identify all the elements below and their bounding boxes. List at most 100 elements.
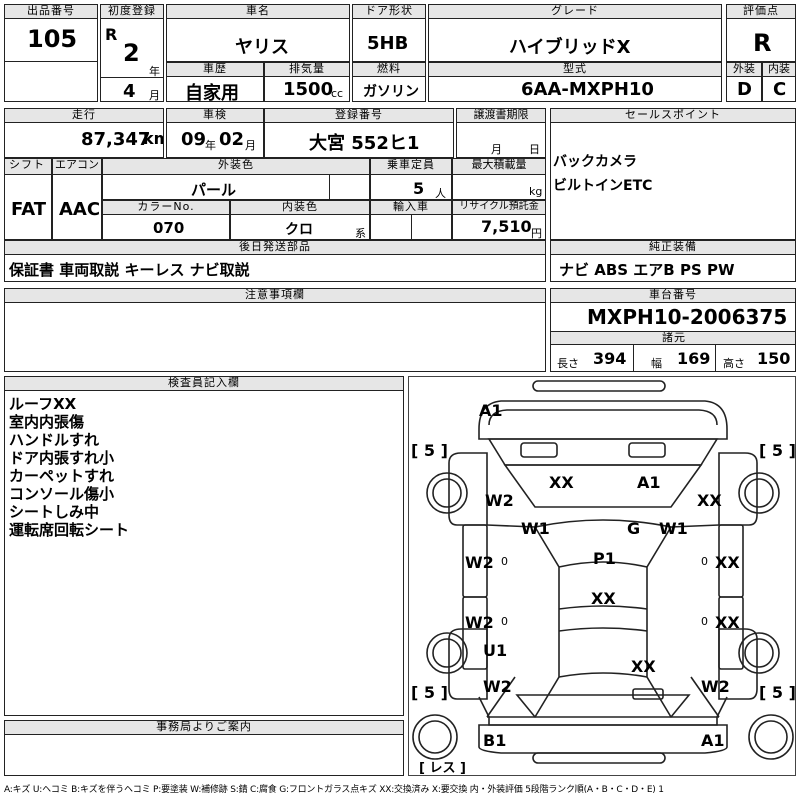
- note-7: シートしみ中: [9, 503, 100, 521]
- car-diagram: A1 XX A1 W2 XX W1 G W1 W2 P1 XX XX W2 XX…: [408, 376, 796, 776]
- recycle-header: リサイクル預託金: [453, 201, 545, 215]
- label-u1-quarter-left: U1: [483, 641, 508, 660]
- capacity: 5: [413, 179, 425, 198]
- label-xx-hatch: XX: [631, 657, 656, 676]
- tire-front-right: [ 5 ]: [759, 441, 796, 460]
- recycle-box: リサイクル預託金 7,510 円: [452, 200, 546, 240]
- aircon-header: エアコン: [53, 159, 101, 175]
- chassis-header: 車台番号: [551, 289, 795, 303]
- label-xx-front-door-right: XX: [715, 553, 740, 572]
- chassis-number: MXPH10-2006375: [587, 305, 788, 329]
- displacement-unit: cc: [331, 87, 344, 100]
- genuine: ナビ ABS エアB PS PW: [559, 261, 735, 279]
- capacity-header: 乗車定員: [371, 159, 451, 175]
- displacement-box: 排気量 1500 cc: [264, 62, 350, 102]
- tire-front-left: [ 5 ]: [411, 441, 448, 460]
- label-w2-fender-left: W2: [485, 491, 514, 510]
- month-unit: 月: [149, 89, 160, 102]
- history: 自家用: [185, 83, 239, 102]
- car-outline: [412, 380, 794, 764]
- model: 6AA-MXPH10: [521, 79, 654, 100]
- rating-header: 評価点: [727, 5, 795, 19]
- lot-header: 出品番号: [5, 5, 97, 19]
- ext-color-box: 外装色 パール: [102, 158, 370, 200]
- shift-header: シフト: [5, 159, 51, 175]
- note-2: 室内内張傷: [9, 413, 85, 431]
- lot-box: 出品番号 105: [4, 4, 98, 102]
- inspection-month: 02: [219, 129, 245, 150]
- first-reg-year: 2: [123, 39, 140, 67]
- history-header: 車歴: [167, 63, 263, 77]
- int-color-suffix: 系: [355, 227, 366, 240]
- fuel-box: 燃料 ガソリン: [352, 62, 426, 102]
- door-header: ドア形状: [353, 5, 425, 19]
- exterior-header: 外装: [727, 63, 761, 77]
- interior-header: 内装: [763, 63, 795, 77]
- color-no-box: カラーNo. 070: [102, 200, 230, 240]
- shift: FAT: [11, 199, 47, 220]
- transfer-day-unit: 日: [529, 143, 540, 156]
- displacement-header: 排気量: [265, 63, 349, 77]
- label-a1-hood-right: A1: [637, 473, 661, 492]
- inspection-box: 車検 09 年 02 月: [166, 108, 264, 158]
- plate-header: 登録番号: [265, 109, 453, 123]
- label-xx-hood-left: XX: [549, 473, 574, 492]
- max-load-unit: kg: [529, 185, 543, 198]
- label-w2-front-door-left: W2: [465, 553, 494, 572]
- office-header: 事務局よりご案内: [5, 721, 403, 735]
- lot-number: 105: [27, 25, 78, 53]
- grade-header: グレード: [429, 5, 721, 19]
- capacity-unit: 人: [435, 187, 446, 200]
- note-1: ルーフXX: [9, 395, 77, 413]
- mileage: 87,347: [81, 129, 151, 150]
- ext-color-header: 外装色: [103, 159, 369, 175]
- rating: R: [753, 29, 772, 57]
- specs-header: 諸元: [551, 331, 795, 345]
- inspection-year-unit: 年: [205, 139, 216, 152]
- sales-header: セールスポイント: [551, 109, 795, 123]
- inspection-year: 09: [181, 129, 207, 150]
- plate: 大宮 552ヒ1: [309, 133, 420, 154]
- door-type: 5HB: [367, 33, 409, 54]
- label-xx-fender-right: XX: [697, 491, 722, 510]
- length-label: 長さ: [557, 357, 579, 370]
- mileage-unit: km: [143, 129, 163, 148]
- mark-2: 0: [701, 555, 708, 568]
- mark-3: 0: [501, 615, 508, 628]
- label-xx-roof-rear: XX: [591, 589, 616, 608]
- label-w1-left: W1: [521, 519, 550, 538]
- plate-box: 登録番号 大宮 552ヒ1: [264, 108, 454, 158]
- color-no: 070: [153, 219, 185, 237]
- era: R: [105, 25, 118, 44]
- mark-4: 0: [701, 615, 708, 628]
- max-load-box: 最大積載量 kg: [452, 158, 546, 200]
- tire-rear-left: [ 5 ]: [411, 683, 448, 702]
- mileage-box: 走行 87,347 km: [4, 108, 164, 158]
- inspection-month-unit: 月: [245, 139, 256, 152]
- label-p1-roof: P1: [593, 549, 616, 568]
- sales-point-1: バックカメラ: [553, 154, 637, 170]
- first-reg-month: 4: [123, 81, 136, 102]
- sales-point-2: ビルトインETC: [553, 178, 653, 194]
- first-reg-box: 初度登録 R 2 年 4 月: [100, 4, 164, 102]
- caution-box: 注意事項欄: [4, 288, 546, 372]
- exterior-grade-box: 外装 D: [726, 62, 762, 102]
- label-g-windshield: G: [627, 519, 641, 538]
- later-parts-box: 後日発送部品 保証書 車両取説 キーレス ナビ取説: [4, 240, 546, 282]
- sales-points-box: セールスポイント バックカメラ ビルトインETC: [550, 108, 796, 240]
- fuel: ガソリン: [363, 84, 419, 100]
- inspection-header: 車検: [167, 109, 263, 123]
- caution-header: 注意事項欄: [5, 289, 545, 303]
- car-name-box: 車名 ヤリス: [166, 4, 350, 62]
- transfer-header: 譲渡書期限: [457, 109, 545, 123]
- model-header: 型式: [429, 63, 721, 77]
- note-6: コンソール傷小: [9, 485, 115, 503]
- ext-color: パール: [191, 181, 237, 199]
- aircon: AAC: [59, 199, 101, 220]
- rating-box: 評価点 R: [726, 4, 796, 62]
- spare-tire: [ レス ]: [419, 761, 466, 776]
- genuine-header: 純正装備: [551, 241, 795, 255]
- mark-1: 0: [501, 555, 508, 568]
- label-w2-rear-right: W2: [701, 677, 730, 696]
- exterior-grade: D: [737, 79, 752, 100]
